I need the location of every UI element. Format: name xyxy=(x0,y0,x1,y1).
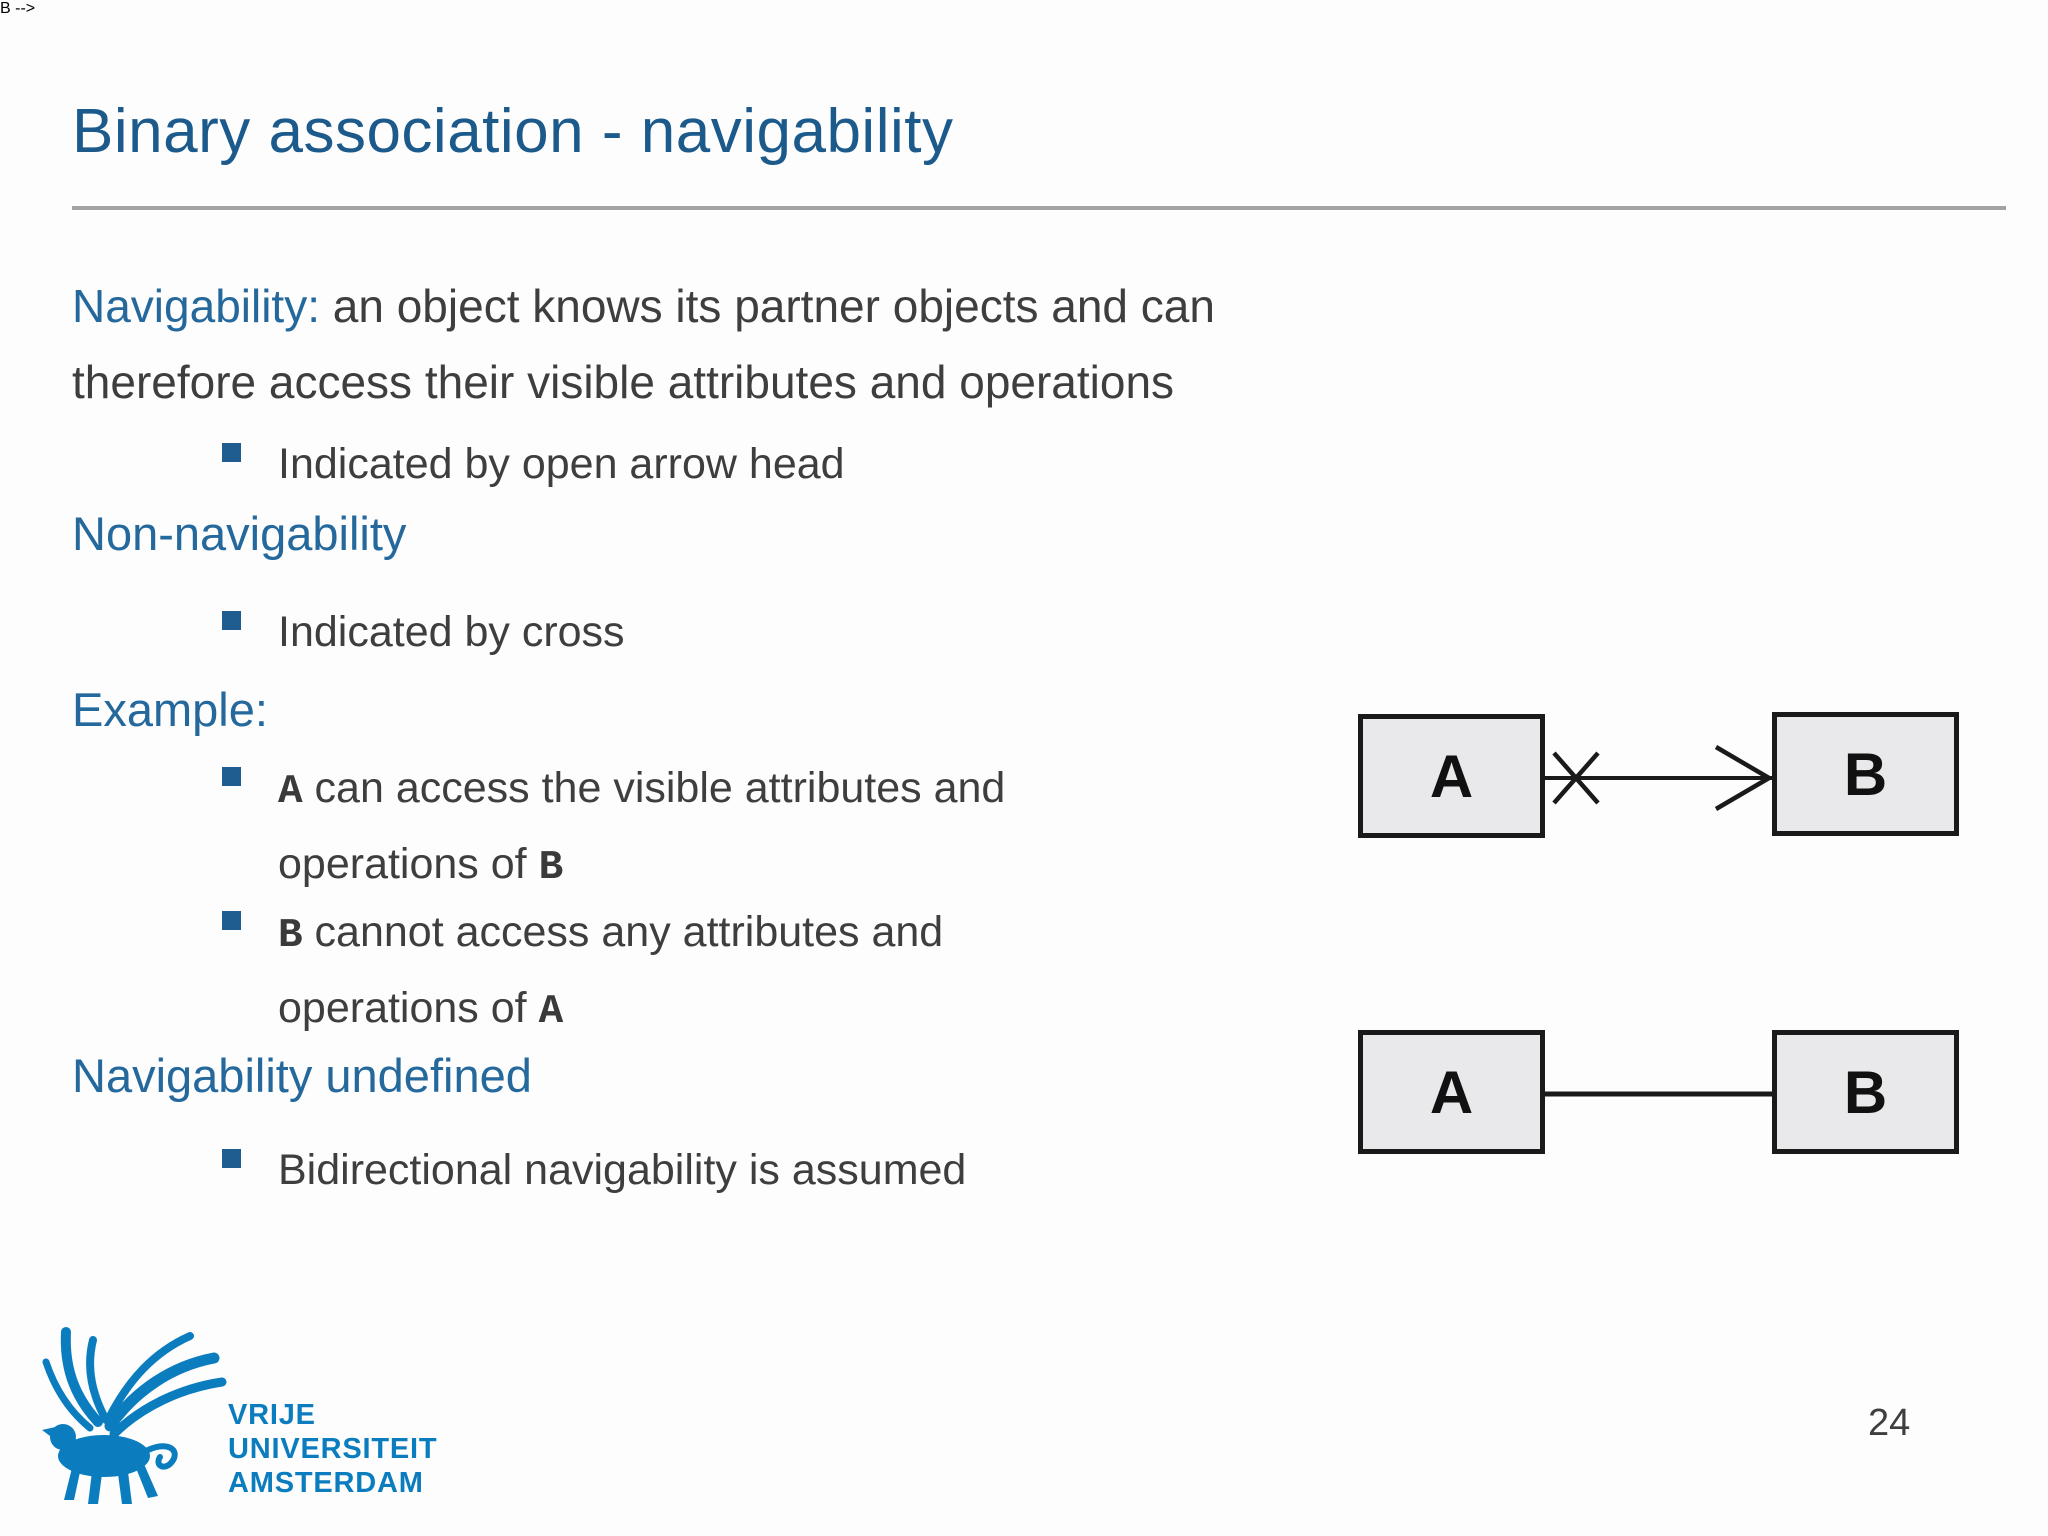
vu-logo-line1: VRIJE xyxy=(228,1399,316,1431)
bullet-square-icon xyxy=(222,911,241,930)
bullet-open-arrow: Indicated by open arrow head xyxy=(222,428,845,500)
slide-title: Binary association - navigability xyxy=(72,97,954,166)
bullet-a-access-text: A can access the visible attributes and … xyxy=(278,752,1005,904)
uml-class-box-a-bottom: A xyxy=(1358,1030,1545,1154)
bullet-b-access: B cannot access any attributes and opera… xyxy=(222,896,943,1048)
vu-logo-line3: AMSTERDAM xyxy=(228,1467,424,1499)
vu-logo-line2: UNIVERSITEIT xyxy=(228,1433,438,1465)
intro-rest: an object knows its partner objects and … xyxy=(72,280,1215,408)
uml-class-label: A xyxy=(1429,1058,1474,1126)
heading-navigability-undefined: Navigability undefined xyxy=(72,1049,532,1102)
bullet-cross: Indicated by cross xyxy=(222,596,625,668)
bullet-cross-text: Indicated by cross xyxy=(278,608,625,656)
class-b-ref: B xyxy=(278,913,303,959)
bullet-open-arrow-text: Indicated by open arrow head xyxy=(278,440,845,488)
heading-non-navigability: Non-navigability xyxy=(72,507,407,560)
bullet-square-icon xyxy=(222,767,241,786)
uml-class-box-a-top: A xyxy=(1358,714,1545,838)
plain-association-line xyxy=(1545,1091,1772,1097)
title-underline xyxy=(72,206,2006,210)
bullet-a-access: A can access the visible attributes and … xyxy=(222,752,1005,904)
intro-paragraph: Navigability: an object knows its partne… xyxy=(72,268,1472,420)
bullet-a-access-body: can access the visible attributes and op… xyxy=(278,764,1006,888)
bullet-bidirectional: Bidirectional navigability is assumed xyxy=(222,1134,966,1206)
page-number: 24 xyxy=(1868,1402,1911,1444)
uml-class-label: B xyxy=(1843,740,1888,808)
bullet-bidirectional-text: Bidirectional navigability is assumed xyxy=(278,1146,967,1194)
vu-logo-wordmark: VRIJE UNIVERSITEIT AMSTERDAM xyxy=(228,1398,437,1500)
bullet-square-icon xyxy=(222,443,241,462)
uml-class-box-b-bottom: B xyxy=(1772,1030,1959,1154)
intro-lead: Navigability: xyxy=(72,280,320,332)
bullet-b-access-text: B cannot access any attributes and opera… xyxy=(278,896,943,1048)
class-a-ref: A xyxy=(278,769,303,815)
uml-class-label: A xyxy=(1429,742,1474,810)
heading-example: Example: xyxy=(72,683,268,736)
vu-griffin-logo-icon xyxy=(42,1327,227,1504)
open-arrow-head-icon xyxy=(1714,745,1771,811)
association-line-with-cross-and-arrow xyxy=(1545,745,1772,811)
bullet-square-icon xyxy=(222,611,241,630)
uml-class-box-b-top: B xyxy=(1772,712,1959,836)
uml-class-label: B xyxy=(1843,1058,1888,1126)
class-a-ref: A xyxy=(538,989,564,1035)
non-navigable-cross-icon xyxy=(1552,751,1600,805)
class-b-ref: B xyxy=(538,845,564,891)
bullet-b-access-body: cannot access any attributes and operati… xyxy=(278,908,944,1032)
bullet-square-icon xyxy=(222,1149,241,1168)
